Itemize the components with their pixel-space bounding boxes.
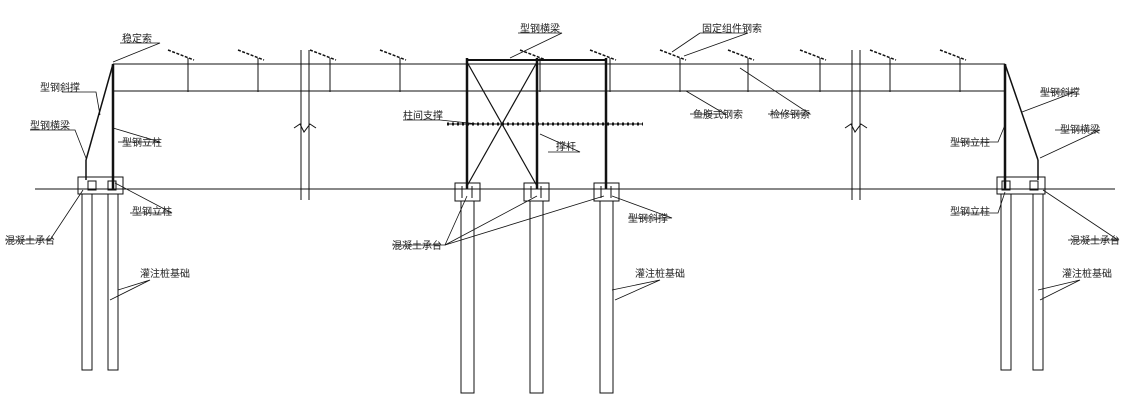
middle-pile-1: [460, 200, 475, 394]
label-pile-foundation-right: 灌注桩基础: [1062, 267, 1112, 280]
label-bracing-between-columns: 柱间支撑: [403, 109, 443, 122]
right-pile-2: [1032, 193, 1044, 371]
label-concrete-cap-middle: 混凝土承台: [392, 239, 442, 252]
label-fixing-cable: 固定组件钢索: [702, 22, 762, 35]
leader-lines: [5, 32, 1120, 301]
label-steel-brace-middle: 型钢斜撑: [628, 212, 668, 225]
label-steel-beam-top: 型钢横梁: [520, 22, 560, 35]
solar-panel-group: [589, 49, 617, 92]
label-steel-brace-right: 型钢斜撑: [1040, 86, 1080, 99]
label-steel-brace-left: 型钢斜撑: [40, 81, 80, 94]
middle-pile-3: [599, 200, 614, 394]
solar-panel-group: [309, 49, 337, 92]
right-steel-brace: [1004, 63, 1039, 161]
solar-panel-groups: [167, 49, 967, 92]
label-steel-beam-left: 型钢横梁: [30, 119, 70, 132]
solar-panel-group: [869, 49, 897, 92]
label-steel-column-left-low: 型钢立柱: [132, 205, 172, 218]
solar-panel-group: [167, 49, 195, 92]
label-pile-foundation-left: 灌注桩基础: [140, 267, 190, 280]
label-pile-foundation-middle: 灌注桩基础: [635, 267, 685, 280]
right-concrete-cap: [996, 176, 1046, 195]
label-steel-beam-right: 型钢横梁: [1060, 123, 1100, 136]
left-pile-2: [107, 193, 119, 371]
label-steel-column-right: 型钢立柱: [950, 136, 990, 149]
middle-pile-2: [529, 200, 544, 394]
label-concrete-cap-right: 混凝土承台: [1070, 234, 1120, 247]
solar-panel-group: [939, 49, 967, 92]
label-strut: 撑杆: [556, 140, 576, 153]
solar-panel-group: [519, 49, 547, 92]
label-fishbelly-cable: 鱼腹式钢索: [693, 108, 743, 121]
left-pile-1: [81, 193, 93, 371]
label-concrete-cap-left: 混凝土承台: [5, 234, 55, 247]
break-mark-left: [293, 50, 317, 200]
solar-panel-group: [237, 49, 265, 92]
label-steel-column-right-low: 型钢立柱: [950, 205, 990, 218]
solar-panel-group: [799, 49, 827, 92]
solar-panel-group: [727, 49, 755, 92]
solar-panel-group: [379, 49, 407, 92]
label-stabilizing-cable: 稳定索: [122, 32, 152, 45]
break-mark-right: [844, 50, 868, 200]
right-pile-1: [1000, 193, 1012, 371]
label-maintenance-cable: 检修钢索: [770, 108, 810, 121]
left-concrete-cap: [77, 176, 124, 195]
label-steel-column-left: 型钢立柱: [122, 136, 162, 149]
solar-panel-group: [659, 49, 687, 92]
